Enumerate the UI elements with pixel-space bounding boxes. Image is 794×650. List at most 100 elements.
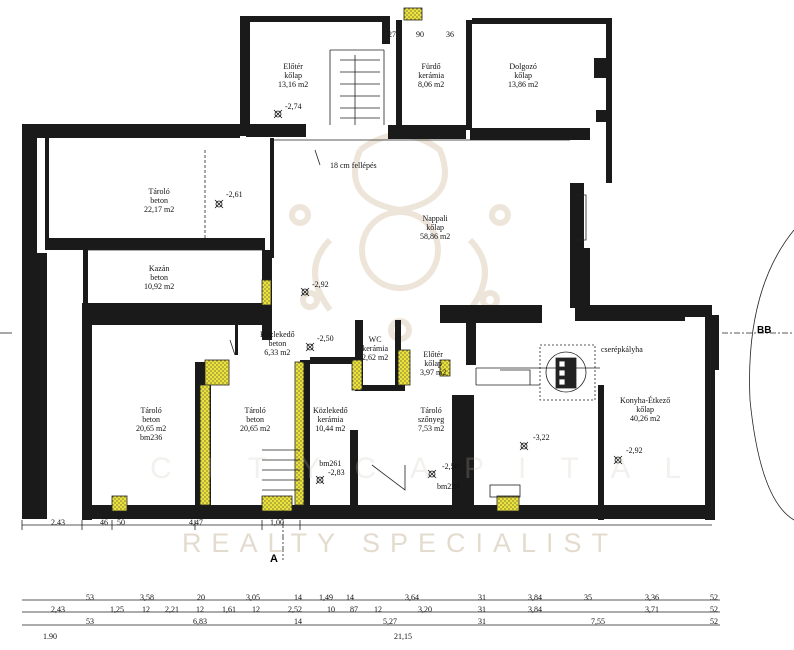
room-name: Nappali [422, 214, 448, 223]
room-material: beton [142, 415, 160, 424]
dim-label: 3,58 [140, 593, 154, 602]
room-area: 7,53 m2 [418, 424, 445, 433]
dim-label: 2,52 [288, 605, 302, 614]
room-wc: WC kerámia 2,62 m2 [362, 335, 388, 362]
dim-label: 87 [350, 605, 358, 614]
watermark-text: REALTY SPECIALIST [181, 528, 619, 558]
room-material: kőlap [514, 71, 532, 80]
room-material: kőlap [636, 405, 654, 414]
room-material: beton [268, 339, 287, 348]
dim-label: 3,64 [405, 593, 419, 602]
dim-label: 1,00 [270, 518, 284, 527]
level-value: -3,22 [533, 433, 550, 442]
hatched-walls [111, 7, 520, 512]
level-value: -2,92 [312, 280, 329, 289]
room-name: Dolgozó [509, 62, 537, 71]
room-name: Közlekedő [260, 330, 295, 339]
dim-label: 12 [142, 605, 150, 614]
level-value: -2,74 [285, 102, 302, 111]
room-konyha: Konyha-Étkező kőlap 40,26 m2 [620, 396, 670, 423]
room-area: 8,06 m2 [418, 80, 445, 89]
dim-label: 7,55 [591, 617, 605, 626]
dim-label: 36 [446, 30, 454, 39]
dim-label: 1,25 [110, 605, 124, 614]
room-name: Előtér [423, 350, 443, 359]
dim-label: 12 [196, 605, 204, 614]
room-name: Tároló [244, 406, 266, 415]
code-bm229: bm229 [437, 482, 460, 491]
dim-label: 5,27 [383, 617, 397, 626]
level-value: -2,50 [317, 334, 334, 343]
room-name: Tároló [148, 187, 170, 196]
dim-label: 31 [478, 593, 486, 602]
room-material: szőnyeg [418, 415, 445, 424]
room-area: 20,65 m2 [240, 424, 271, 433]
room-area: 10,44 m2 [315, 424, 346, 433]
room-code: bm261 [319, 459, 342, 468]
step-note: 18 cm fellépés [330, 161, 377, 170]
room-tarolo-2: Tároló beton 20,65 m2 bm236 [136, 406, 166, 442]
dim-label: 31 [478, 617, 486, 626]
dim-label: 12 [374, 605, 382, 614]
room-material: beton [246, 415, 264, 424]
dim-label: 12 [252, 605, 260, 614]
room-area: 6,33 m2 [264, 348, 291, 357]
room-name: WC [368, 335, 382, 344]
dim-label: 6,83 [193, 617, 207, 626]
dim-label: 3,36 [645, 593, 659, 602]
dim-label: 53 [86, 617, 94, 626]
room-area: 58,86 m2 [420, 232, 451, 241]
room-material: beton [150, 273, 168, 282]
room-area: 22,17 m2 [144, 205, 175, 214]
room-area: 13,16 m2 [278, 80, 309, 89]
dim-label: 1,49 [319, 593, 333, 602]
dim-label: 21,15 [394, 632, 412, 641]
dim-label: 2,21 [165, 605, 179, 614]
level-value: -2,61 [226, 190, 243, 199]
dim-label: 20 [197, 593, 205, 602]
dim-label: 46 [100, 518, 108, 527]
room-kozlekedo-1: Közlekedő beton 6,33 m2 [260, 330, 295, 357]
stove-label: cserépkályha [601, 345, 643, 354]
dim-label: 2,43 [51, 605, 65, 614]
room-area: 20,65 m2 [136, 424, 167, 433]
room-tarolo-4: Tároló szőnyeg 7,53 m2 [418, 406, 444, 433]
dim-label: 1,61 [222, 605, 236, 614]
room-area: 13,86 m2 [508, 80, 539, 89]
room-eloter-top: Előtér kőlap 13,16 m2 [278, 62, 308, 89]
room-area: 2,62 m2 [362, 353, 389, 362]
room-name: Kazán [148, 264, 170, 273]
dim-label: 31 [478, 605, 486, 614]
room-nappali: Nappali kőlap 58,86 m2 [420, 214, 450, 241]
dim-label: 2.43 [51, 518, 65, 527]
room-name: Előtér [283, 62, 303, 71]
dim-label: 4,47 [189, 518, 203, 527]
room-material: kerámia [418, 71, 444, 80]
room-area: 40,26 m2 [629, 414, 661, 423]
room-kazan: Kazán beton 10,92 m2 [144, 264, 174, 291]
level-value: -2,83 [328, 468, 345, 477]
watermark-subtext: CITYCAPITAL [150, 452, 716, 485]
dim-label: 1.90 [43, 632, 57, 641]
room-eloter-2: Előtér kőlap 3,97 m2 [420, 350, 446, 377]
dim-label: 14 [294, 593, 302, 602]
dim-label: 10 [327, 605, 335, 614]
dim-label: 90 [416, 30, 424, 39]
dim-label: 53 [86, 593, 94, 602]
dim-label: 3,20 [418, 605, 432, 614]
room-area: 10,92 m2 [144, 282, 175, 291]
dim-label: 52 [710, 593, 718, 602]
dim-label: 27 [388, 30, 396, 39]
room-material: kőlap [426, 223, 444, 232]
room-tarolo-1: Tároló beton 22,17 m2 [144, 187, 174, 214]
room-material: kerámia [362, 344, 388, 353]
room-kozlekedo-2: Közlekedő kerámia 10,44 m2 bm261 [313, 406, 348, 468]
dim-label: 3,71 [645, 605, 659, 614]
dim-label: 3,84 [528, 593, 542, 602]
room-code: bm236 [140, 433, 163, 442]
thin-lines [0, 49, 794, 626]
room-furdo: Fürdő kerámia 8,06 m2 [418, 62, 444, 89]
section-label-a: A [270, 553, 278, 565]
dim-label: 14 [294, 617, 302, 626]
dim-label: 14 [346, 593, 354, 602]
